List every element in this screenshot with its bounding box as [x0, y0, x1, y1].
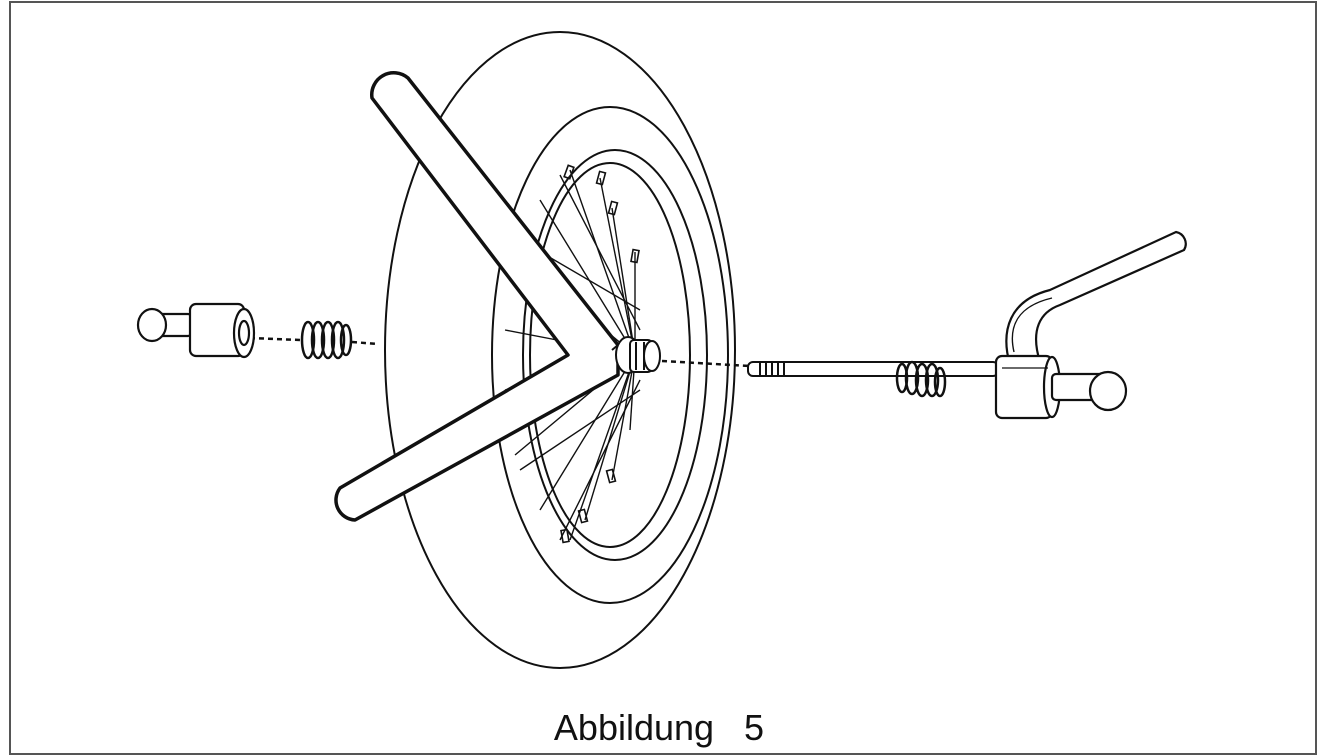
assembly-guide-lines — [249, 336, 751, 368]
figure-caption: Abbildung 5 — [553, 707, 765, 748]
axle-cap-icon — [136, 302, 256, 359]
spring-icon-right — [895, 360, 947, 398]
spring-icon — [300, 320, 353, 360]
hub-nut-icon — [615, 336, 661, 374]
quick-release-lever-icon — [994, 230, 1187, 420]
quick-release-skewer-icon — [747, 361, 999, 377]
border — [9, 1, 1317, 755]
